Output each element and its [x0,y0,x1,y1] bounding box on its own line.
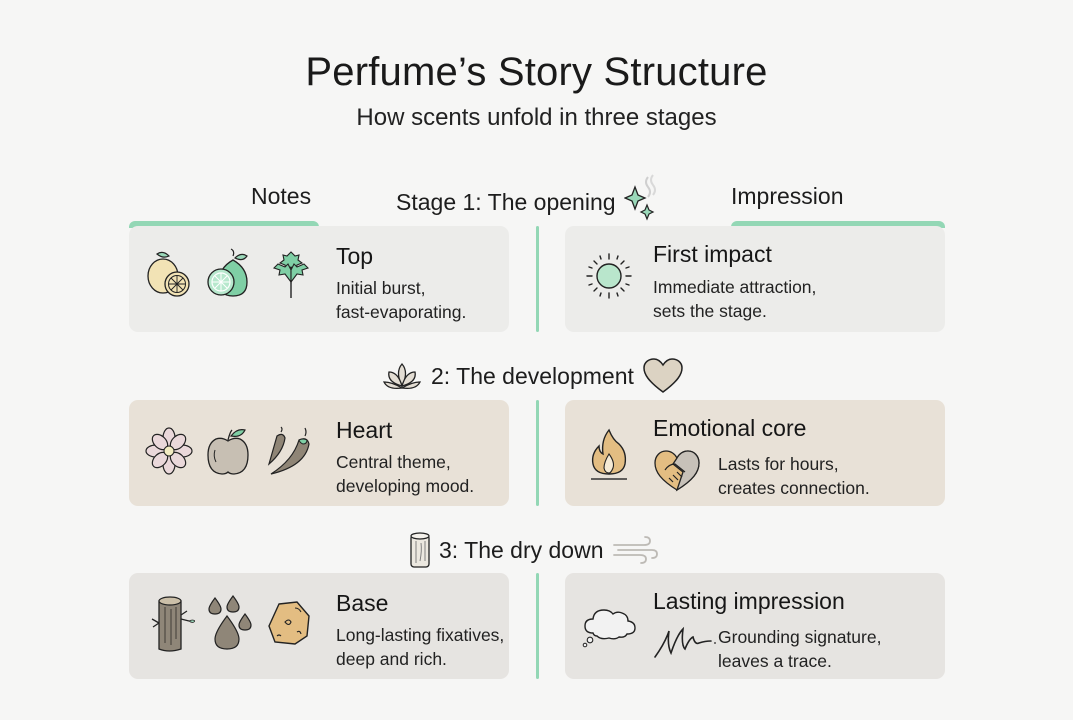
stage-3-divider [536,573,539,679]
flower-icon [145,427,193,475]
stage-2-divider [536,400,539,506]
card-description: Initial burst, fast-evaporating. [336,278,467,322]
card-description: Long-lasting fixatives, deep and rich. [336,625,505,669]
stage-3-heading-text: 3: The dry down [439,536,604,563]
card-base-notes: Base Long-lasting fixatives, deep and ri… [129,573,509,679]
lemon-icon [147,251,190,297]
droplets-icon [208,594,252,650]
herb-leaf-icon [272,251,310,298]
card-description: Central theme, developing mood. [336,452,475,496]
wood-log-icon [410,532,430,568]
card-description: Grounding signature, leaves a trace. [718,627,882,671]
chili-pepper-icon [267,426,310,475]
bergamot-icon [207,248,248,297]
card-title: Top [336,243,374,269]
heart-icon [643,358,683,393]
stage-1-heading-text: Stage 1: The opening [396,188,616,215]
handshake-heart-icon [654,450,700,492]
apple-icon [207,429,249,475]
card-emotional-core: Emotional core Lasts for hours, creates … [565,400,945,506]
tree-trunk-icon [151,596,195,652]
stage-3-heading: 3: The dry down [409,531,658,569]
card-title: Heart [336,417,393,443]
sun-icon [586,253,632,299]
page-title: Perfume’s Story Structure [305,50,768,94]
amber-resin-icon [268,601,310,645]
stage-1-heading: Stage 1: The opening [396,174,662,221]
card-title: First impact [653,241,772,267]
card-title: Base [336,590,389,616]
signature-icon [654,626,716,658]
card-title: Emotional core [653,415,807,441]
stage-1-divider [536,226,539,332]
sparkle-icon [623,174,656,221]
wind-icon [612,536,658,564]
card-lasting-impression: Lasting impression Grounding signature, … [565,573,945,679]
stage-2-heading: 2: The development [381,357,684,395]
thought-cloud-icon [582,609,636,648]
column-header-impression: Impression [731,183,844,209]
card-description: Lasts for hours, creates connection. [718,454,870,498]
card-title: Lasting impression [653,588,845,614]
card-description: Immediate attraction, sets the stage. [653,277,817,321]
card-top-notes: Top Initial burst, fast-evaporating. [129,226,509,332]
page-subtitle: How scents unfold in three stages [356,104,717,131]
flame-icon [591,428,627,480]
card-heart-notes: Heart Central theme, developing mood. [129,400,509,506]
card-first-impact: First impact Immediate attraction, sets … [565,226,945,332]
lotus-icon [382,363,422,390]
notes-accent-bar [129,221,319,228]
column-header-notes: Notes [251,183,312,209]
impression-accent-bar [731,221,945,228]
stage-2-heading-text: 2: The development [431,362,634,389]
